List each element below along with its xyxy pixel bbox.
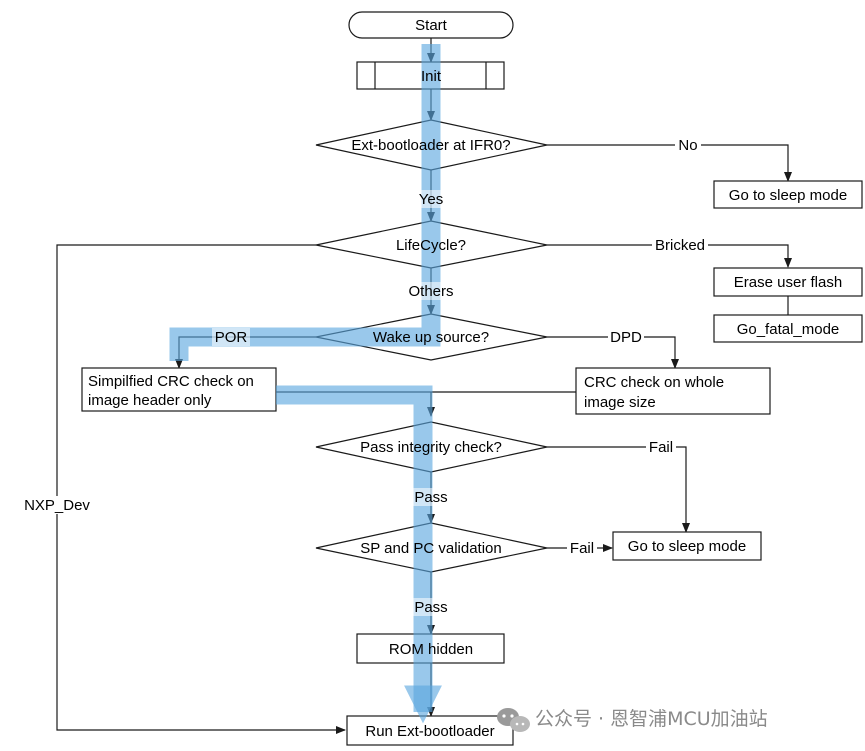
edge-label-others: Others <box>408 283 453 300</box>
edge-label-yes: Yes <box>419 191 443 208</box>
start-terminator <box>348 11 514 39</box>
edge-label-nxp-dev: NXP_Dev <box>24 497 90 514</box>
sp-pc-label: SP and PC validation <box>360 540 501 557</box>
sleep-mode-bottom-box <box>612 531 762 561</box>
edge-label-pass-integrity: Pass <box>414 489 447 506</box>
run-ext-bootloader-label: Run Ext-bootloader <box>365 723 494 740</box>
edge-label-fail-integrity: Fail <box>649 439 673 456</box>
edge-labels: No Yes Bricked Others POR DPD Fail Pass … <box>20 136 708 616</box>
simplified-crc-box <box>81 367 277 412</box>
simplified-crc-label-1: Simpilfied CRC check on <box>88 373 254 390</box>
wechat-icon <box>497 708 530 732</box>
ext-bootloader-label: Ext-bootloader at IFR0? <box>351 137 510 154</box>
init-label: Init <box>421 68 442 85</box>
sleep-mode-bottom-label: Go to sleep mode <box>628 538 746 555</box>
edge-label-no: No <box>678 137 697 154</box>
edge-label-por: POR <box>215 329 248 346</box>
watermark: 公众号 · 恩智浦MCU加油站 <box>497 708 768 732</box>
sleep-mode-top-label: Go to sleep mode <box>729 187 847 204</box>
start-label: Start <box>415 17 448 34</box>
edge-nxp-dev <box>56 244 346 734</box>
watermark-text: 公众号 · 恩智浦MCU加油站 <box>535 708 768 730</box>
full-crc-label-2: image size <box>584 394 656 411</box>
edge-label-fail-validation: Fail <box>570 540 594 557</box>
edge-label-pass-validation: Pass <box>414 599 447 616</box>
highlight-main <box>169 44 441 361</box>
erase-flash-box <box>713 267 863 297</box>
edge-label-dpd: DPD <box>610 329 642 346</box>
edge-fail-integrity <box>547 446 690 533</box>
edge-no <box>547 144 792 182</box>
rom-hidden-label: ROM hidden <box>389 641 473 658</box>
full-crc-box <box>575 367 771 415</box>
sleep-mode-top-box <box>713 180 863 209</box>
simplified-crc-label-2: image header only <box>88 392 212 409</box>
full-crc-label-1: CRC check on whole <box>584 374 724 391</box>
edge-dpd <box>547 336 679 369</box>
wakeup-label: Wake up source? <box>373 329 489 346</box>
fatal-mode-label: Go_fatal_mode <box>737 321 840 338</box>
lifecycle-label: LifeCycle? <box>396 237 466 254</box>
edge-bricked <box>547 244 792 268</box>
erase-flash-label: Erase user flash <box>734 274 842 291</box>
node-labels: Start Init Ext-bootloader at IFR0? Go to… <box>88 17 847 740</box>
edge-label-bricked: Bricked <box>655 237 705 254</box>
integrity-label: Pass integrity check? <box>360 439 502 456</box>
fatal-mode-box <box>713 314 863 343</box>
